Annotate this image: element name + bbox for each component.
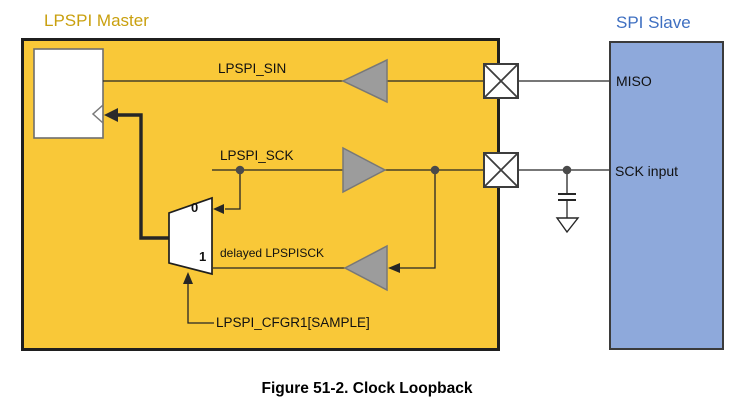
spi-slave-block [609, 41, 724, 350]
miso-pin-label: MISO [616, 73, 652, 89]
signal-wires [103, 80, 609, 324]
master-block-title: LPSPI Master [44, 11, 149, 30]
capacitor-icon [558, 193, 576, 201]
ground-icon [555, 217, 580, 234]
clock-input-chevron-icon [91, 104, 104, 124]
sample-mux [168, 196, 213, 276]
delay-tap-wire [400, 170, 436, 269]
junction-dot [235, 165, 245, 175]
select-arrowhead-icon [183, 272, 193, 284]
shift-register-box [33, 48, 104, 139]
delayed-lpspisck-label: delayed LPSPISCK [220, 246, 325, 260]
lpspi-cfgr1-sample-label: LPSPI_CFGR1[SAMPLE] [216, 315, 370, 330]
clock-arrowhead-icon [104, 108, 118, 122]
lpspi-sck-label: LPSPI_SCK [220, 148, 294, 163]
lpspi-sin-label: LPSPI_SIN [218, 61, 287, 76]
clock-loopback-wire [117, 113, 172, 240]
delay-buffer-icon [343, 244, 388, 292]
mux-input-0-label: 0 [191, 200, 199, 215]
sin-input-buffer-icon [341, 58, 388, 104]
mux0-feedback-wire [225, 170, 241, 210]
slave-block-title: SPI Slave [616, 13, 691, 32]
mux0-arrowhead-icon [213, 204, 224, 214]
sck-input-pin-label: SCK input [615, 163, 679, 179]
junction-dot [430, 165, 440, 175]
sck-output-buffer-icon [342, 146, 387, 194]
sample-select-wire [187, 284, 214, 324]
junction-dot [562, 165, 572, 175]
delay-buffer-arrowhead-icon [388, 263, 400, 273]
figure-caption: Figure 51-2. Clock Loopback [261, 380, 473, 397]
mux-input-1-label: 1 [199, 249, 207, 264]
sck-pad-icon [483, 152, 519, 188]
miso-pad-icon [483, 63, 519, 99]
